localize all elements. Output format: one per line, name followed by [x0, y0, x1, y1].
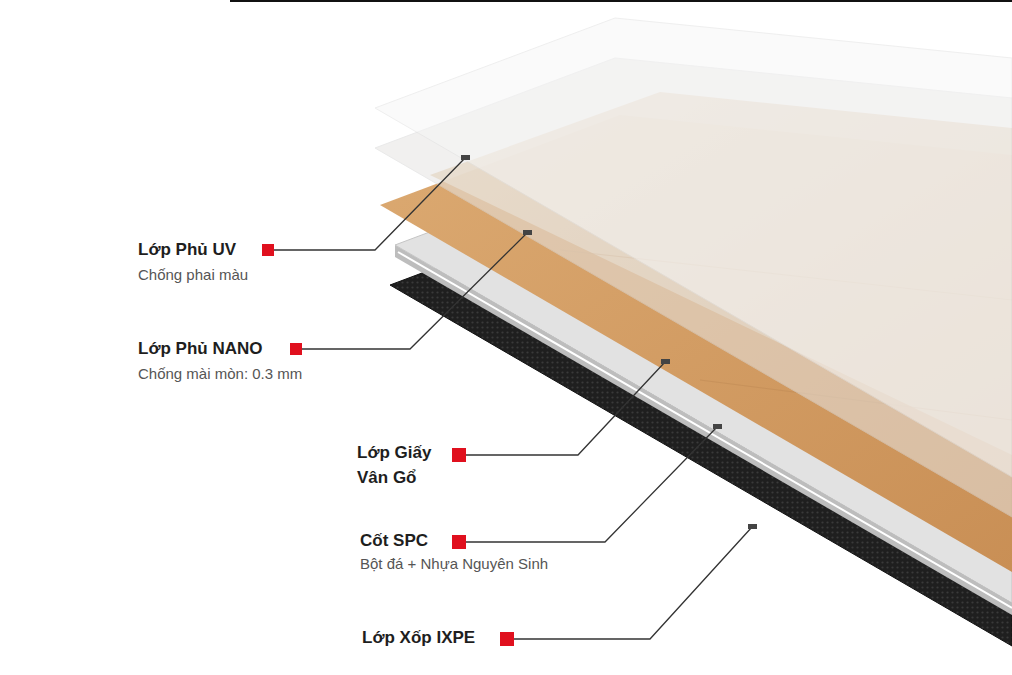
layer-name: Cốt SPC: [360, 531, 428, 551]
leader-line: [466, 427, 717, 542]
leader-line: [466, 362, 665, 455]
leader-line: [274, 158, 465, 250]
top-rule: [230, 0, 1012, 2]
layer-name: Lớp Phủ NANO: [138, 339, 262, 359]
marker-square: [262, 244, 274, 256]
leader-tip: [523, 230, 532, 235]
leader-line: [514, 527, 752, 639]
layer-name: Lớp Giấy Vân Gổ: [357, 441, 449, 490]
layer-name: Lớp Phủ UV: [138, 240, 236, 260]
layer-name: Lớp Xốp IXPE: [362, 628, 475, 648]
leader-tip: [748, 524, 757, 529]
marker-square: [452, 535, 466, 549]
layer-note: Chống phai màu: [138, 266, 248, 284]
layer-note: Chống mài mòn: 0.3 mm: [138, 365, 302, 383]
marker-square: [500, 632, 514, 646]
leader-tip: [661, 359, 670, 364]
leader-tip: [461, 155, 470, 160]
leader-tip: [713, 424, 722, 429]
uv-layer: [375, 18, 1012, 477]
layer-note: Bột đá + Nhựa Nguyên Sinh: [360, 555, 548, 573]
leader-line: [302, 233, 527, 349]
marker-square: [452, 448, 466, 462]
marker-square: [290, 343, 302, 355]
